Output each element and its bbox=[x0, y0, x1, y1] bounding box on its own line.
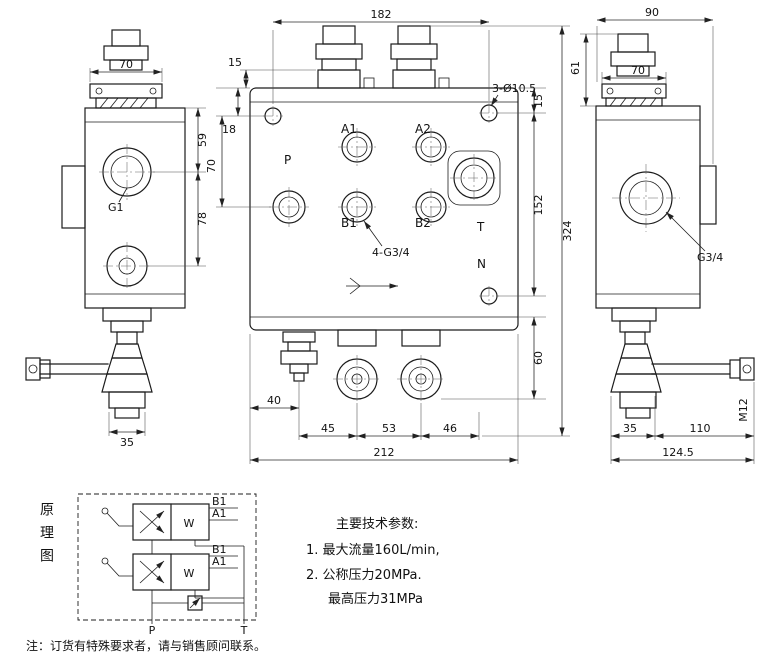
dim-324: 324 bbox=[561, 221, 574, 242]
port-label-t: T bbox=[476, 220, 485, 234]
dim-18: 18 bbox=[222, 123, 236, 136]
hatching-left-flange bbox=[99, 97, 149, 109]
dim-124-5: 124.5 bbox=[662, 446, 694, 459]
schematic-label-p: P bbox=[149, 624, 156, 637]
port-label-a1: A1 bbox=[341, 122, 357, 136]
tech-params-line-3: 最高压力31MPa bbox=[328, 592, 423, 607]
schematic-label-a1-top: A1 bbox=[212, 507, 227, 520]
tech-params-title: 主要技术参数: bbox=[336, 517, 419, 532]
port-label-b2: B2 bbox=[415, 216, 431, 230]
dim-60: 60 bbox=[532, 351, 545, 365]
dim-70-right-view: 70 bbox=[631, 64, 645, 77]
lever-boot-left bbox=[101, 343, 153, 393]
dim-holes-callout: 3-Ø10.5 bbox=[492, 82, 536, 95]
dim-61: 61 bbox=[569, 61, 582, 75]
dim-40: 40 bbox=[267, 394, 281, 407]
dim-90: 90 bbox=[645, 6, 659, 19]
dim-110: 110 bbox=[690, 422, 711, 435]
schematic-label-b1-top: B1 bbox=[212, 495, 227, 508]
hydraulic-schematic: W B1 A1 W B1 A1 P T bbox=[77, 493, 257, 637]
tech-params-line-1: 1. 最大流量160L/min, bbox=[306, 543, 440, 558]
dim-15-cap: 15 bbox=[228, 56, 242, 69]
dim-78: 78 bbox=[196, 212, 209, 226]
port-label-a2: A2 bbox=[415, 122, 431, 136]
dim-53: 53 bbox=[382, 422, 396, 435]
dimension-annotations: 70 59 78 35 182 15 18 70 3-Ø10.5 bbox=[89, 6, 755, 464]
port-callout-4-g34: 4-G3/4 bbox=[372, 246, 410, 259]
dim-152: 152 bbox=[532, 195, 545, 216]
schematic-label-a1-bottom: A1 bbox=[212, 555, 227, 568]
dim-35-right-view: 35 bbox=[623, 422, 637, 435]
footnote: 注：订货有特殊要求者，请与销售顾问联系。 bbox=[26, 639, 267, 653]
tech-params-line-2: 2. 公称压力20MPa. bbox=[306, 568, 422, 583]
dim-182: 182 bbox=[371, 8, 392, 21]
port-label-g34: G3/4 bbox=[697, 251, 723, 264]
dim-212: 212 bbox=[374, 446, 395, 459]
relief-valve-assembly bbox=[280, 331, 318, 382]
lever-rod-right bbox=[651, 357, 755, 381]
schematic-caption: 原理图 bbox=[38, 502, 54, 571]
left-side-view: G1 bbox=[25, 29, 186, 419]
label-m12: M12 bbox=[737, 398, 750, 422]
schematic-label-t: T bbox=[240, 624, 248, 637]
dim-70-front: 70 bbox=[205, 159, 218, 173]
lever-rod-left bbox=[25, 357, 109, 381]
dim-70-left-view: 70 bbox=[119, 58, 133, 71]
right-side-view: G3/4 M12 bbox=[595, 33, 755, 422]
port-label-b1: B1 bbox=[341, 216, 357, 230]
lever-boot-right bbox=[610, 343, 662, 393]
port-label-p: P bbox=[284, 153, 291, 167]
port-label-g1: G1 bbox=[108, 201, 124, 214]
dim-45: 45 bbox=[321, 422, 335, 435]
dim-46: 46 bbox=[443, 422, 457, 435]
flow-arrow-icon bbox=[346, 277, 398, 295]
hatching-right-flange bbox=[609, 97, 657, 107]
schematic-spring-label-1: W bbox=[184, 517, 195, 530]
schematic-spring-label-2: W bbox=[184, 567, 195, 580]
dim-35-left-view: 35 bbox=[120, 436, 134, 449]
dim-59: 59 bbox=[196, 133, 209, 147]
port-label-n: N bbox=[477, 257, 486, 271]
front-view: P A1 A2 B1 B2 T N 4-G3/4 bbox=[249, 25, 519, 403]
dim-15-right: 15 bbox=[532, 94, 545, 108]
